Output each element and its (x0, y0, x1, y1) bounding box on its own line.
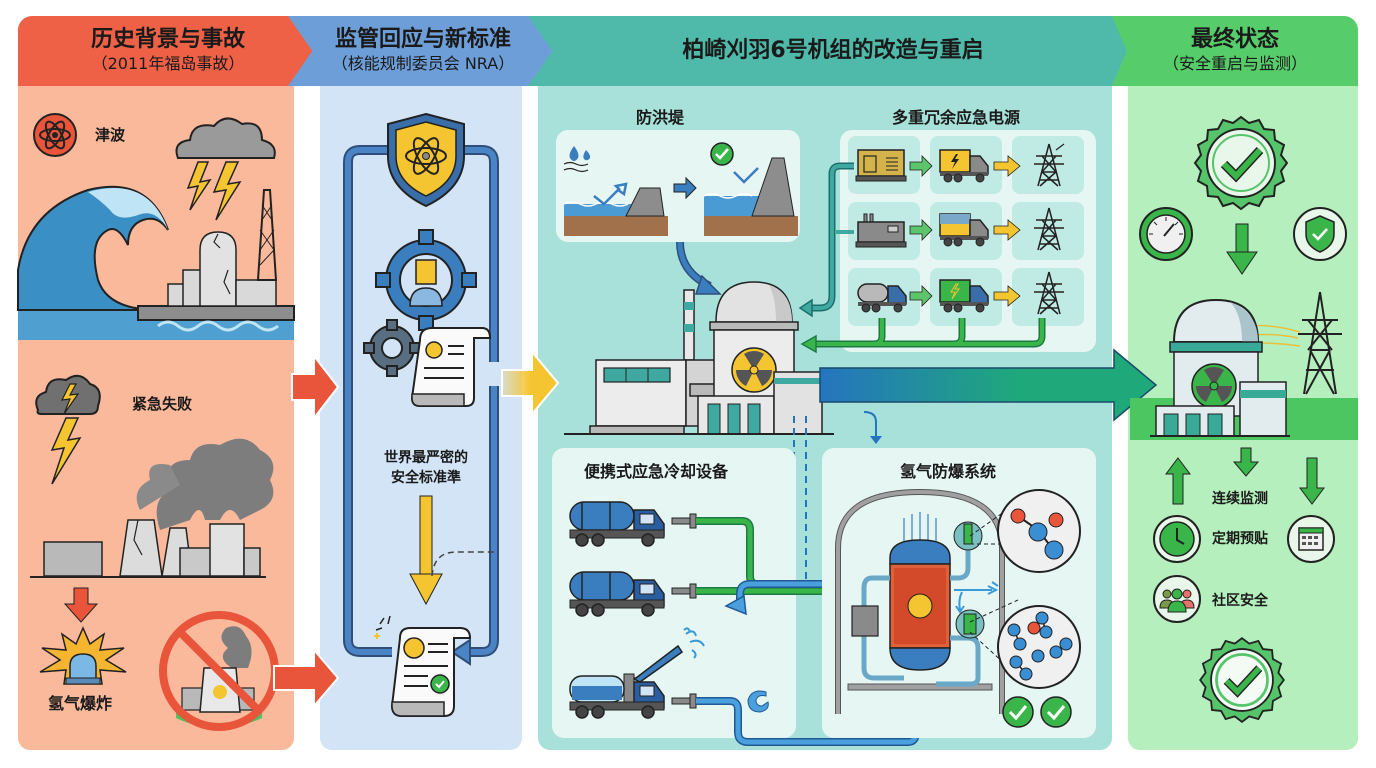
approval-seal-icon (1193, 115, 1289, 211)
check-badge-icon (1040, 696, 1072, 728)
hydrogen-explosion-label: 氢气爆炸 (48, 694, 113, 713)
header-history-accident: 历史背景与事故 （2011年福岛事故） (18, 16, 318, 86)
diesel-generator-icon (855, 149, 907, 182)
seawall-title: 防洪堤 (636, 108, 685, 127)
yellow-right-arrow-icon (501, 349, 560, 417)
community-safety-label: 社区安全 (1212, 593, 1268, 609)
emergency-failure-label: 紧急失败 (132, 395, 193, 413)
gas-turbine-generator-icon (855, 213, 907, 248)
header-final-state: 最终状态 （安全重启与监测） (1112, 16, 1358, 86)
regulation-loop-arrows (343, 145, 499, 666)
green-up-arrow-icon (1165, 457, 1191, 505)
hydrogen-prevention-title: 氢气防爆系统 (900, 462, 997, 481)
cooling-equipment-title: 便携式应急冷却设备 (584, 462, 729, 481)
transmission-tower-icon (1034, 271, 1064, 315)
oxygen-molecule-icon (997, 489, 1081, 573)
gauge-icon (1139, 207, 1193, 261)
transmission-tower-icon (1034, 143, 1065, 187)
tsunami-wave-icon (17, 185, 295, 340)
water-tanker-truck-icon (569, 501, 665, 547)
explosion-siren-icon (39, 626, 127, 685)
check-badge-icon (1002, 696, 1034, 728)
water-tanker-truck-icon (569, 571, 665, 617)
hydrogen-molecules-icon (997, 605, 1081, 689)
gear-document-icon (363, 229, 492, 407)
header-regulatory-response: 监管回应与新标准 （核能规制委员会 NRA） (288, 16, 558, 86)
green-down-arrow-icon (1226, 223, 1258, 275)
reactor-plant-illustration (564, 281, 834, 435)
emergency-failure-cloud-icon (35, 374, 101, 485)
red-down-arrow-icon (63, 587, 99, 623)
containment-vessel-illustration (835, 488, 1005, 714)
hydrogen-vent-arrows (954, 581, 999, 614)
water-splash-icon (747, 690, 769, 713)
fuel-tanker-truck-icon (857, 283, 907, 313)
header-title: 监管回应与新标准 (334, 27, 511, 52)
strict-standard-label: 世界最严密的 安全标准準 (384, 450, 468, 486)
tsunami-label: 津波 (95, 126, 126, 144)
periodic-inspection-label: 定期预贴 (1212, 531, 1268, 547)
header-subtitle: （安全重启与监测） (1162, 54, 1307, 73)
green-down-arrow-icon (1232, 447, 1260, 477)
header-retrofit-restart: 柏崎刈羽6号机组的改造与重启 (528, 16, 1138, 86)
restarted-plant-illustration (1130, 291, 1358, 440)
yellow-down-arrow-icon (409, 495, 443, 606)
water-cannon-truck-icon (569, 627, 705, 719)
clock-icon (1153, 515, 1201, 563)
power-flow-arrows (909, 155, 1021, 307)
dashed-connector-line (431, 551, 498, 577)
header-title: 柏崎刈羽6号机组的改造与重启 (682, 38, 984, 63)
no-nuclear-prohibited-icon (159, 611, 279, 731)
calendar-icon (1287, 515, 1335, 563)
green-down-arrow-icon (1299, 457, 1325, 505)
power-feed-lines (798, 162, 1046, 354)
blue-down-arrow-icon (863, 411, 882, 444)
header-subtitle: （核能规制委员会 NRA） (331, 54, 515, 73)
emergency-power-title: 多重冗余应急电源 (892, 108, 1021, 127)
community-people-icon (1153, 575, 1201, 623)
continuous-monitoring-label: 连续监测 (1212, 491, 1268, 507)
power-truck-blue-yellow-icon (939, 213, 989, 247)
power-truck-yellow-icon (939, 149, 989, 183)
power-truck-green-icon (939, 279, 989, 313)
storm-cloud-icon (175, 117, 276, 221)
header-title: 历史背景与事故 (90, 27, 245, 52)
final-approval-seal-icon (1199, 637, 1285, 723)
safety-shield-icon (1293, 207, 1347, 261)
return-water-arrow (724, 580, 896, 616)
header-subtitle: （2011年福岛事故） (91, 54, 245, 73)
atom-warning-icon (33, 113, 77, 157)
damaged-plant-smoke-icon (30, 438, 274, 578)
certified-document-icon (374, 615, 472, 717)
nuclear-shield-icon (387, 112, 465, 208)
red-right-arrow-icon (291, 353, 340, 421)
header-title: 最终状态 (1190, 27, 1279, 52)
red-right-arrow-icon (273, 647, 340, 709)
seawall-to-reactor-arrow (676, 241, 722, 295)
seawall-before-after-illustration (563, 142, 798, 236)
transmission-tower-icon (1034, 207, 1064, 251)
